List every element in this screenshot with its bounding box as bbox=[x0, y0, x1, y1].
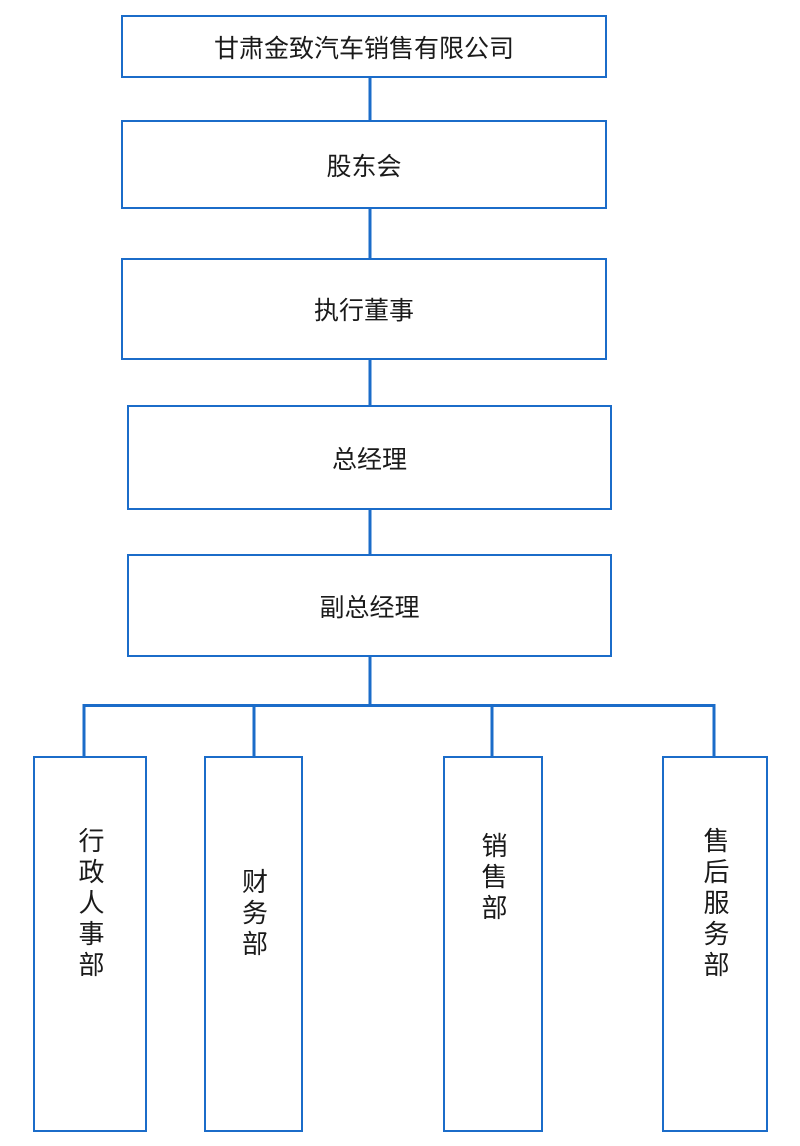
org-node-executive-director-label: 执行董事 bbox=[313, 297, 414, 325]
org-node-admin-hr-dept: 行政人事部 bbox=[33, 756, 147, 1132]
org-node-sales-dept-label: 销售部 bbox=[478, 832, 508, 925]
org-node-shareholders-meeting: 股东会 bbox=[121, 120, 607, 209]
org-node-after-sales-service-dept: 售后服务部 bbox=[662, 756, 768, 1132]
org-node-shareholders-meeting-label: 股东会 bbox=[326, 152, 402, 181]
org-node-executive-director: 执行董事 bbox=[121, 258, 607, 360]
org-node-finance-dept: 财务部 bbox=[204, 756, 303, 1132]
org-node-finance-dept-label: 财务部 bbox=[238, 868, 269, 961]
org-node-deputy-general-manager: 副总经理 bbox=[127, 554, 612, 657]
org-node-deputy-general-manager-label: 副总经理 bbox=[319, 593, 420, 622]
org-node-company: 甘肃金致汽车销售有限公司 bbox=[121, 15, 607, 78]
org-node-admin-hr-dept-label: 行政人事部 bbox=[75, 827, 105, 982]
org-node-sales-dept: 销售部 bbox=[443, 756, 543, 1132]
org-node-general-manager-label: 总经理 bbox=[331, 445, 407, 474]
org-node-after-sales-service-dept-label: 售后服务部 bbox=[700, 827, 730, 982]
org-node-company-label: 甘肃金致汽车销售有限公司 bbox=[213, 34, 514, 63]
org-node-general-manager: 总经理 bbox=[127, 405, 612, 510]
